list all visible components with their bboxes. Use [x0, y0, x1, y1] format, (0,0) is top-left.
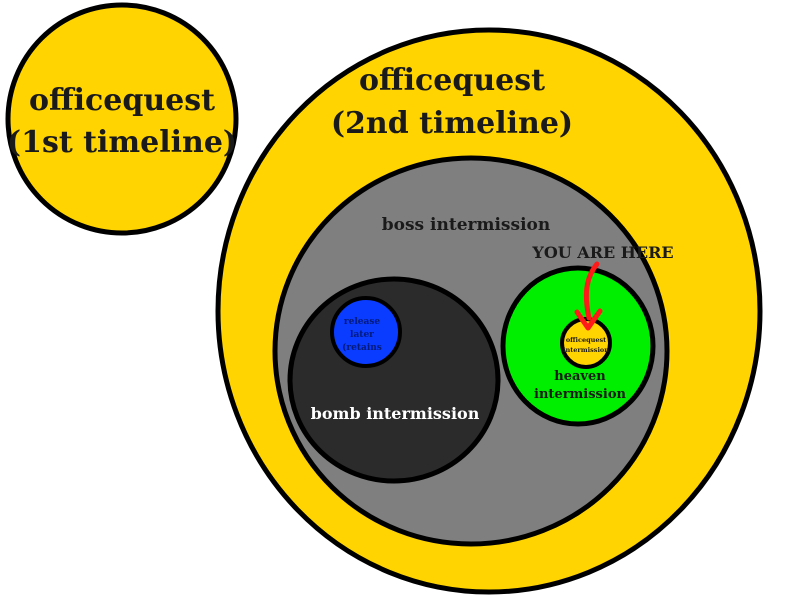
blue-circle-line2: later: [350, 330, 374, 340]
second-timeline-title: officequest: [359, 63, 545, 98]
blue-circle-line1: release: [344, 317, 381, 327]
current-position-line2: intermission: [563, 346, 609, 354]
current-position-circle: [560, 317, 612, 369]
blue-circle-line3: (retains: [342, 342, 382, 353]
arrow-down-icon: [574, 261, 603, 331]
heaven-intermission-line1: heaven: [554, 369, 606, 384]
boss-intermission-label: boss intermission: [382, 215, 550, 235]
bomb-intermission-circle: [287, 276, 501, 484]
current-position-line1: officequest: [566, 336, 606, 344]
first-timeline-subtitle: (1st timeline): [7, 125, 237, 160]
bomb-intermission-label: bomb intermission: [311, 404, 480, 423]
second-timeline-subtitle: (2nd timeline): [331, 106, 573, 141]
arrow-shaft: [583, 261, 600, 321]
first-timeline-title: officequest: [29, 83, 215, 118]
arrow-head: [574, 308, 603, 331]
you-are-here-label: YOU ARE HERE: [531, 243, 673, 262]
blue-circle: [330, 296, 402, 368]
first-timeline-circle: [5, 2, 239, 236]
heaven-intermission-line2: intermission: [534, 387, 626, 402]
